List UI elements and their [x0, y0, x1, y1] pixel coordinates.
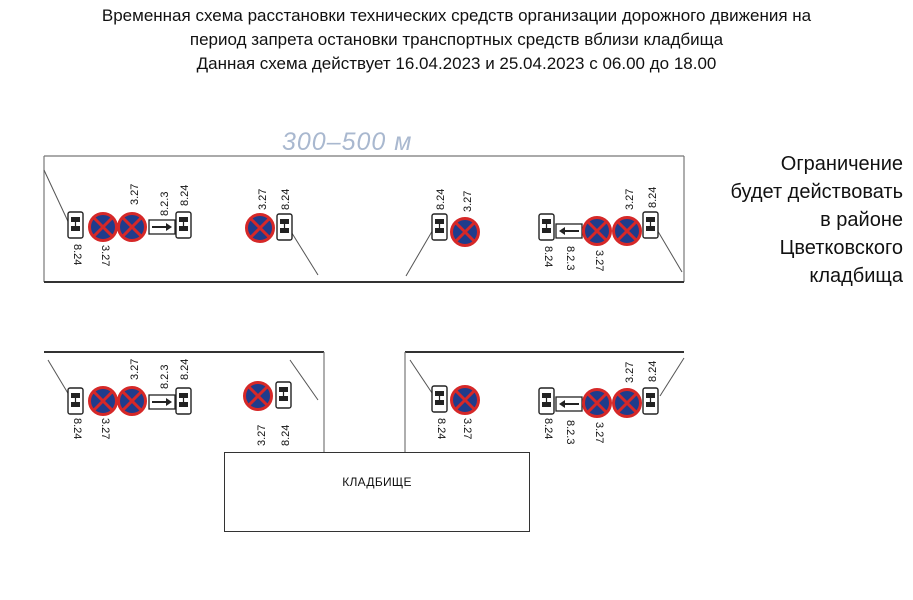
note-line-3: в районе [820, 209, 903, 231]
sign-code-label-9: 3.27 [462, 191, 474, 212]
sign-code-labels: 3.27 8.2.3 8.24 8.24 3.27 3.27 8.24 8.24 3.27 3.2… [71, 184, 659, 446]
sign-code-label-6: 3.27 [257, 189, 269, 210]
tow-truck-plate-icon [67, 211, 84, 239]
tow-truck-plate-icon [431, 213, 448, 241]
no-stopping-sign-icon [450, 385, 480, 415]
direction-arrow-plate-icon [555, 396, 583, 412]
sign-code-label-21: 8.24 [280, 425, 292, 446]
tow-truck-plate-icon [276, 213, 293, 241]
diagram-title-line-1: Временная схема расстановки технических … [101, 6, 812, 25]
tow-truck-plate-icon [642, 387, 659, 415]
no-stopping-sign-icon [88, 386, 118, 416]
sign-code-label-23: 3.27 [461, 418, 473, 439]
sign-code-label-3: 8.24 [179, 185, 191, 206]
tow-truck-plate-icon [431, 385, 448, 413]
direction-arrow-plate-icon [148, 394, 176, 410]
tow-truck-plate-icon [175, 387, 192, 415]
sign-code-label-5: 3.27 [99, 245, 111, 266]
sign-code-label-17: 8.24 [179, 359, 191, 380]
sign-code-label-22: 8.24 [435, 418, 447, 439]
sign-code-label-11: 8.24 [647, 187, 659, 208]
zone-pointer-7 [409, 359, 435, 397]
no-stopping-sign-icon [88, 212, 118, 242]
no-stopping-sign-icon [245, 213, 275, 243]
sign-code-label-20: 3.27 [256, 425, 268, 446]
note-line-1: Ограничение [780, 153, 903, 175]
no-stopping-sign-icon [612, 216, 642, 246]
sign-code-label-25: 8.24 [647, 361, 659, 382]
tow-truck-plate-icon [67, 387, 84, 415]
restriction-note: Ограничение будет действовать в районе Ц… [693, 150, 903, 290]
direction-arrow-plate-icon [148, 219, 176, 235]
zone-pointer-3 [405, 227, 435, 277]
sign-code-label-12: 8.24 [542, 246, 554, 267]
no-stopping-sign-icon [117, 212, 147, 242]
bottom-left-road [44, 351, 325, 452]
sign-code-label-2: 8.2.3 [159, 192, 171, 216]
no-stopping-sign-icon [582, 216, 612, 246]
sign-code-label-10: 3.27 [624, 189, 636, 210]
zone-pointer-4 [655, 227, 683, 273]
tow-truck-plate-icon [538, 387, 555, 415]
tow-truck-plate-icon [175, 211, 192, 239]
direction-arrow-plate-icon [555, 223, 583, 239]
sign-code-label-26: 8.24 [542, 418, 554, 439]
zone-pointer-2 [289, 229, 319, 276]
sign-code-label-19: 3.27 [99, 418, 111, 439]
distance-label: 300–500 м [282, 128, 413, 156]
zone-pointer-lines [43, 169, 685, 401]
no-stopping-sign-icon [582, 388, 612, 418]
sign-code-label-7: 8.24 [280, 189, 292, 210]
no-stopping-sign-icon [450, 217, 480, 247]
top-road [43, 155, 685, 283]
tow-truck-plate-icon [642, 211, 659, 239]
no-stopping-sign-icon [243, 381, 273, 411]
sign-code-label-1: 3.27 [129, 184, 141, 205]
sign-code-label-16: 8.2.3 [159, 365, 171, 389]
cemetery-block: КЛАДБИЩЕ [224, 452, 530, 532]
note-line-4: Цветковского [779, 237, 903, 259]
sign-code-label-13: 8.2.3 [564, 246, 576, 270]
sign-code-label-28: 3.27 [593, 422, 605, 443]
sign-code-label-27: 8.2.3 [564, 420, 576, 444]
sign-code-label-18: 8.24 [71, 418, 83, 439]
tow-truck-plate-icon [538, 213, 555, 241]
sign-code-label-24: 3.27 [624, 362, 636, 383]
sign-code-label-15: 3.27 [129, 359, 141, 380]
cemetery-label: КЛАДБИЩЕ [342, 475, 412, 489]
sign-code-label-14: 3.27 [593, 250, 605, 271]
road-signs [67, 211, 659, 418]
sign-code-label-4: 8.24 [71, 244, 83, 265]
tow-truck-plate-icon [275, 381, 292, 409]
zone-pointer-8 [659, 357, 685, 397]
diagram-title-line-2: период запрета остановки транспортных ср… [189, 30, 724, 49]
bottom-right-road [404, 351, 684, 452]
no-stopping-sign-icon [612, 388, 642, 418]
no-stopping-sign-icon [117, 386, 147, 416]
note-line-2: будет действовать [730, 181, 903, 203]
diagram-title-line-3: Данная схема действует 16.04.2023 и 25.0… [196, 54, 717, 73]
note-line-5: кладбища [809, 265, 903, 287]
sign-code-label-8: 8.24 [435, 189, 447, 210]
zone-pointer-6 [289, 359, 319, 401]
